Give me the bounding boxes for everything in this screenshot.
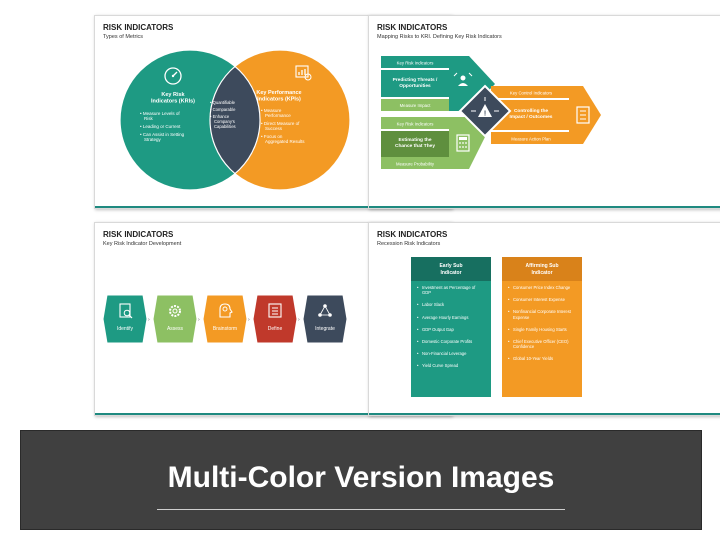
- list-item: Nonfinancial Corporate Interest Expense: [508, 309, 576, 319]
- brain-head-icon: [219, 303, 233, 318]
- list-item: Global 10-Year Yields: [508, 356, 576, 361]
- list-item: Consumer Interest Expense: [508, 297, 576, 302]
- top-block-main: Predicting Threats /: [393, 77, 438, 83]
- kpi-bullet: • Focus on: [261, 134, 283, 139]
- kri-bullet: Risk: [144, 116, 153, 121]
- venn-diagram: Key Risk Indicators (KRIs) • Measure Lev…: [119, 49, 351, 191]
- svg-text:›: ›: [298, 317, 300, 323]
- gauge-icon: [164, 67, 182, 85]
- bottom-block-label: Key Risk Indicators: [397, 122, 434, 127]
- affirming-indicator-list: Consumer Price Index Change Consumer Int…: [502, 281, 582, 373]
- kpi-title-line: Indicators (KPIs): [257, 97, 301, 103]
- top-block-main: Opportunities: [399, 83, 431, 89]
- early-indicator-header: Early Sub Indicator: [411, 257, 491, 281]
- chart-search-icon: [295, 65, 312, 81]
- calculator-icon: [456, 134, 470, 152]
- svg-text:!: !: [484, 111, 486, 118]
- kri-title-line: Key Risk: [161, 92, 185, 98]
- overlap-item: • Comparable: [210, 107, 236, 112]
- step-arrows: › › › ›: [148, 317, 300, 323]
- step-label: Identify: [117, 326, 134, 332]
- slide-mapping-risks[interactable]: RISK INDICATORS Mapping Risks to KRI. De…: [368, 15, 720, 209]
- overlap-item: Company's: [214, 119, 235, 124]
- slide-recession-risk[interactable]: RISK INDICATORS Recession Risk Indicator…: [368, 222, 720, 416]
- top-block-footer: Measure Impact: [400, 103, 432, 108]
- kri-bullet: • Leading or Current: [140, 124, 181, 129]
- bottom-block-main: Chance that They: [395, 143, 435, 149]
- list-item: Domestic Corporate Profits: [417, 339, 485, 344]
- network-icon: [318, 304, 332, 317]
- list-item: Labor Slack: [417, 302, 485, 307]
- document-search-icon: [119, 303, 133, 319]
- svg-text:›: ›: [198, 317, 200, 323]
- early-indicator-column: Early Sub Indicator Investment as Percen…: [411, 257, 491, 397]
- kri-title-line: Indicators (KRIs): [151, 99, 195, 105]
- affirming-indicator-header: Affirming Sub Indicator: [502, 257, 582, 281]
- top-block-label: Key Risk Indicators: [397, 61, 434, 66]
- early-indicator-list: Investment as Percentage of GDP Labor Sl…: [411, 281, 491, 380]
- right-block-label: Key Control Indicators: [510, 91, 552, 96]
- overlap-item: Capabilities: [214, 124, 236, 129]
- overlap-item: • Quantifiable: [210, 100, 236, 105]
- step-brainstorm: Brainstorm: [202, 294, 248, 344]
- right-block-footer: Measure Action Plan: [511, 137, 551, 142]
- slide-title: RISK INDICATORS: [103, 230, 174, 239]
- slide-title: RISK INDICATORS: [103, 23, 174, 32]
- people-arrows-icon: [453, 72, 473, 86]
- kpi-bullet: Aggregated Results: [265, 139, 305, 144]
- gear-icon: [169, 305, 181, 317]
- kri-bullet: • Measure Levels of: [140, 111, 180, 116]
- kpi-title-line: Key Performance: [256, 90, 301, 96]
- banner-underline: [157, 509, 565, 510]
- kri-bullet: Strategy: [144, 137, 162, 142]
- list-item: Chief Executive Officer (CEO) Confidence: [508, 339, 576, 349]
- list-item: Average Hourly Earnings: [417, 315, 485, 320]
- list-item: Consumer Price Index Change: [508, 285, 576, 290]
- kri-bullet: • Can Assist in Setting: [140, 132, 185, 137]
- checklist-icon: [576, 106, 590, 124]
- svg-text:›: ›: [248, 317, 250, 323]
- banner-title: Multi-Color Version Images: [167, 461, 555, 494]
- warning-arrows-icon: !: [471, 97, 499, 118]
- slide-subtitle: Key Risk Indicator Development: [103, 241, 182, 247]
- step-integrate: Integrate: [302, 294, 348, 344]
- step-label: Integrate: [315, 326, 335, 332]
- kpi-bullet: • Direct Measure of: [261, 121, 300, 126]
- slide-title: RISK INDICATORS: [377, 23, 448, 32]
- list-item: Yield Curve Spread: [417, 363, 485, 368]
- list-item: Non-Financial Leverage: [417, 351, 485, 356]
- overlap-region: [209, 66, 261, 174]
- kpi-bullet: Success: [265, 126, 283, 131]
- slide-subtitle: Mapping Risks to KRI. Defining Key Risk …: [377, 34, 502, 40]
- overlap-item: • Enhance: [210, 114, 230, 119]
- caption-banner: Multi-Color Version Images: [20, 430, 702, 530]
- affirming-indicator-column: Affirming Sub Indicator Consumer Price I…: [502, 257, 582, 397]
- right-block-main: Impact / Outcomes: [510, 114, 553, 120]
- step-label: Define: [268, 326, 283, 332]
- slide-subtitle: Types of Metrics: [103, 34, 144, 40]
- process-steps: Identify Assess Brainstorm: [102, 294, 348, 344]
- kpi-bullet: Performance: [265, 113, 291, 118]
- step-identify: Identify: [102, 294, 148, 344]
- list-item: Single Family Housing Starts: [508, 327, 576, 332]
- step-define: Define: [252, 294, 298, 344]
- bottom-block-footer: Measure Probability: [396, 162, 435, 167]
- kri-mapping-diagram: ! Key Risk Indicators Predicting Threats…: [381, 56, 601, 169]
- list-book-icon: [268, 303, 282, 318]
- bottom-block-main: Estimating the: [398, 137, 431, 143]
- slide-title: RISK INDICATORS: [377, 230, 448, 239]
- step-label: Brainstorm: [213, 326, 237, 332]
- right-block-main: Controlling the: [514, 108, 548, 114]
- step-assess: Assess: [152, 294, 198, 344]
- svg-text:›: ›: [148, 317, 150, 323]
- slide-subtitle: Recession Risk Indicators: [377, 241, 441, 247]
- list-item: GDP Output Gap: [417, 327, 485, 332]
- step-label: Assess: [167, 326, 184, 332]
- list-item: Investment as Percentage of GDP: [417, 285, 485, 295]
- kpi-bullet: • Measure: [261, 108, 282, 113]
